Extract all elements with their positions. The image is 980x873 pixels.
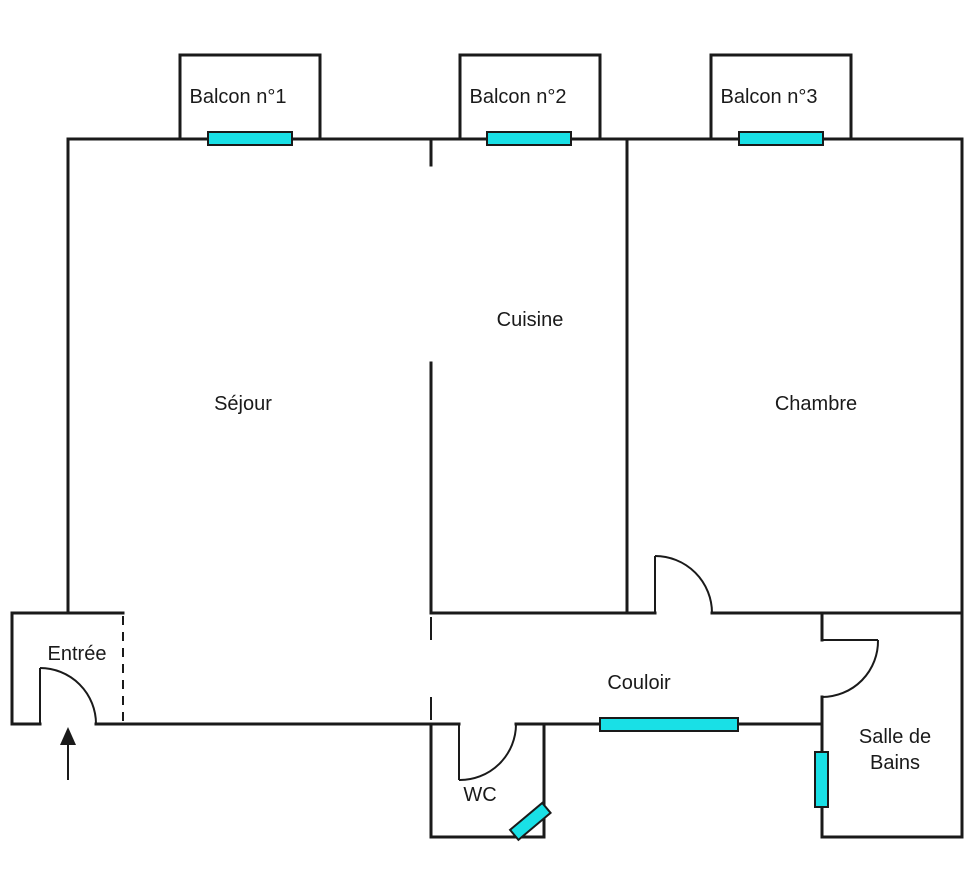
wc-door-swing: [458, 723, 517, 782]
balcony-3: [709, 53, 853, 141]
room-label-wc: WC: [463, 784, 496, 806]
room-label-balcon-2: Balcon n°2: [470, 86, 567, 108]
window-balcon-3: [738, 131, 824, 146]
arrow-up-icon: [60, 727, 76, 780]
entrance-door-swing: [39, 667, 97, 725]
room-label-sejour: Séjour: [214, 393, 272, 415]
bathroom-door-swing: [821, 639, 880, 698]
room-label-balcon-3: Balcon n°3: [721, 86, 818, 108]
balcony-1: [178, 53, 322, 141]
room-label-chambre: Chambre: [775, 393, 857, 415]
bedroom-door-swing: [654, 555, 713, 614]
room-label-balcon-1: Balcon n°1: [190, 86, 287, 108]
window-balcon-1: [207, 131, 293, 146]
window-bathroom: [814, 751, 829, 808]
room-label-salle-de-bains-2: Bains: [870, 752, 920, 774]
room-label-couloir: Couloir: [607, 672, 671, 694]
room-label-salle-de-bains-1: Salle de: [859, 726, 931, 748]
room-label-entree: Entrée: [48, 643, 107, 665]
window-wc: [508, 801, 552, 842]
balcony-2: [458, 53, 602, 141]
window-couloir: [599, 717, 739, 732]
wc-wall: [429, 722, 546, 839]
entree-wall: [10, 611, 125, 726]
room-label-cuisine: Cuisine: [497, 309, 564, 331]
window-balcon-2: [486, 131, 572, 146]
